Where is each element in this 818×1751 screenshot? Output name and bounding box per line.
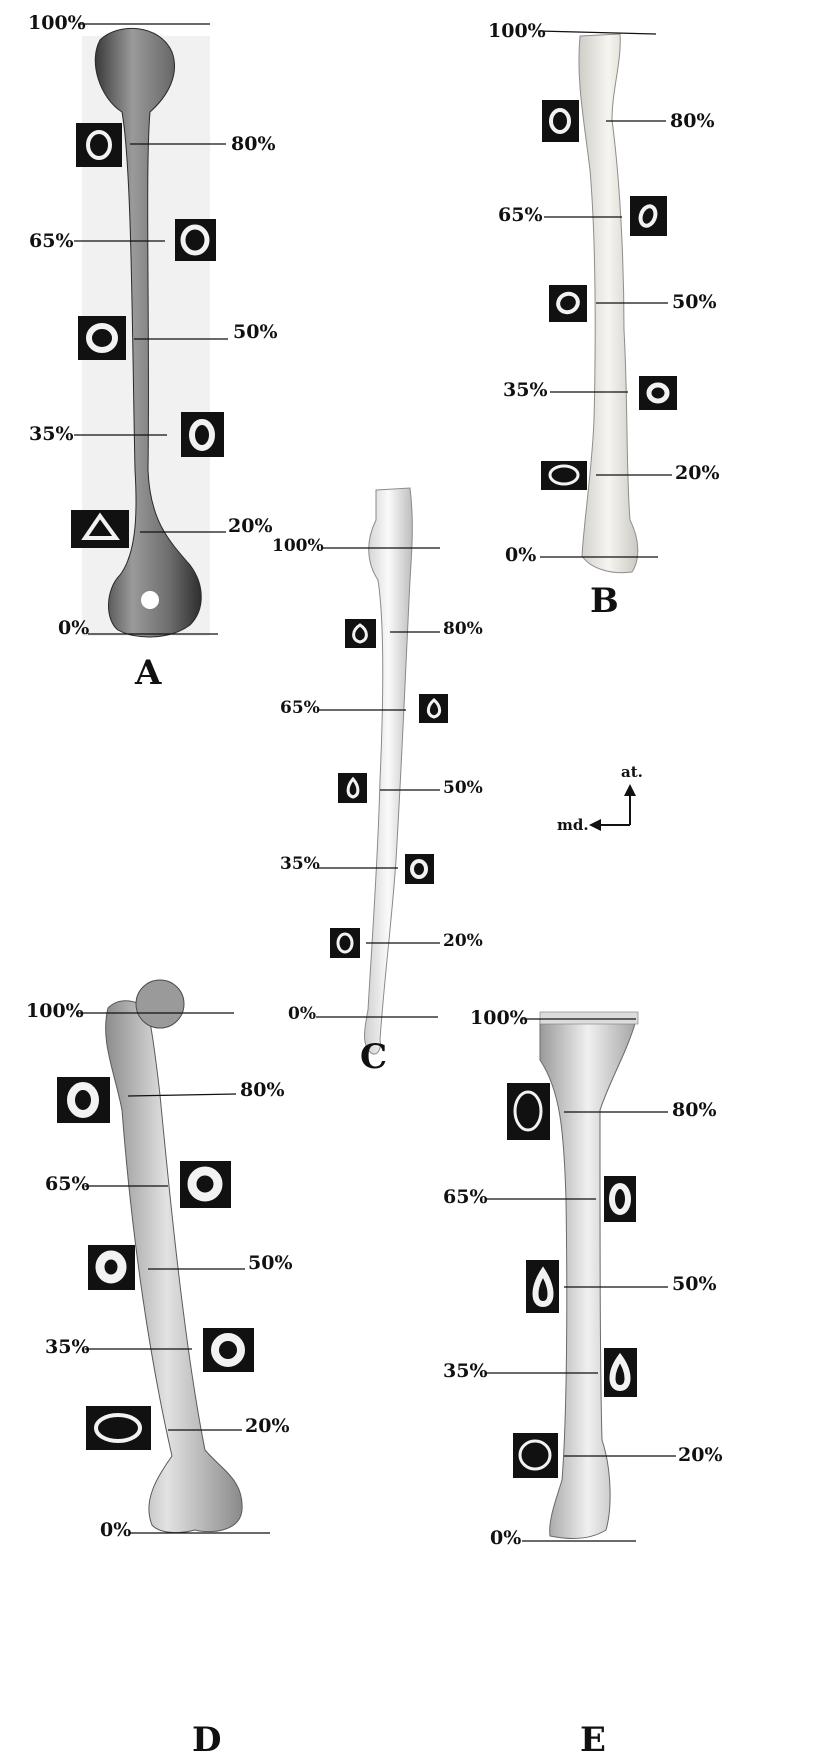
- orientation-label-at: at.: [621, 763, 643, 781]
- panel-a-label-50: 50%: [233, 321, 278, 343]
- panel-b-section-35: [639, 376, 677, 410]
- panel-b-label-50: 50%: [672, 291, 717, 313]
- panel-e-section-65: [604, 1176, 636, 1222]
- panel-d-section-20: [86, 1406, 151, 1450]
- panel-c-label-65: 65%: [280, 698, 320, 718]
- panel-c-section-65: [419, 694, 448, 723]
- panel-a-label-35: 35%: [29, 423, 74, 445]
- panel-d-label-35: 35%: [45, 1336, 90, 1358]
- panel-e-section-50: [526, 1260, 559, 1313]
- panel-b-section-20: [541, 461, 587, 490]
- panel-c-label-100: 100%: [272, 536, 324, 556]
- panel-e-label-20: 20%: [678, 1444, 723, 1466]
- panel-c-label-35: 35%: [280, 854, 320, 874]
- panel-b-section-50: [549, 285, 587, 322]
- panel-b-label-100: 100%: [488, 20, 546, 42]
- panel-e-section-80: [507, 1083, 550, 1140]
- panel-b-section-80: [542, 100, 579, 142]
- orientation-label-md: md.: [557, 816, 589, 834]
- panel-b: 100% 80% 65% 50% 35% 20% 0%: [488, 20, 720, 621]
- panel-c-section-20: [330, 928, 360, 958]
- panel-c-label-50: 50%: [443, 778, 483, 798]
- panel-c-section-35: [405, 854, 434, 884]
- panel-e-proximal-surface: [540, 1012, 638, 1024]
- panel-d-label-50: 50%: [248, 1252, 293, 1274]
- panel-d-label-0: 0%: [100, 1519, 131, 1541]
- panel-d-label-100: 100%: [26, 1000, 84, 1022]
- panel-e-letter: E: [580, 1720, 606, 1751]
- panel-b-label-35: 35%: [503, 379, 548, 401]
- panel-a-label-80: 80%: [231, 133, 276, 155]
- panel-e-label-100: 100%: [470, 1007, 528, 1029]
- panel-d-section-50: [88, 1245, 135, 1290]
- panel-e-section-20: [513, 1433, 558, 1478]
- panel-e-section-35: [604, 1348, 637, 1397]
- panel-e-label-65: 65%: [443, 1186, 488, 1208]
- panel-d-section-35: [203, 1328, 254, 1372]
- panel-d-label-65: 65%: [45, 1173, 90, 1195]
- panel-a-section-20: [71, 510, 129, 548]
- panel-a-label-20: 20%: [228, 515, 273, 537]
- panel-c-letter: C: [360, 1037, 387, 1077]
- panel-c-label-20: 20%: [443, 931, 483, 951]
- panel-a-label-0: 0%: [58, 617, 89, 639]
- panel-a-foramen: [141, 591, 159, 609]
- panel-a-section-65: [175, 219, 216, 261]
- panel-b-lead-100: [538, 31, 656, 34]
- panel-b-section-65: [630, 196, 667, 236]
- orientation-indicator: at. md.: [557, 763, 643, 834]
- orientation-arrow-left-head: [589, 819, 601, 831]
- panel-d-label-20: 20%: [245, 1415, 290, 1437]
- panel-b-letter: B: [590, 581, 619, 621]
- panel-d-letter: D: [192, 1720, 221, 1751]
- panel-c-label-0: 0%: [288, 1004, 316, 1024]
- panel-c: 100% 80% 65% 50% 35% 20% 0%: [272, 488, 483, 1077]
- panel-c-label-80: 80%: [443, 619, 483, 639]
- panel-c-section-50: [338, 773, 367, 803]
- panel-d-section-80: [57, 1077, 110, 1123]
- panel-c-section-80: [345, 619, 376, 648]
- panel-d: 100% 80% 65% 50% 35% 20% 0%: [26, 980, 293, 1751]
- panel-e: 100% 80% 65% 50% 35% 20% 0%: [443, 1007, 723, 1751]
- panel-e-label-50: 50%: [672, 1273, 717, 1295]
- panel-a-letter: A: [134, 653, 162, 693]
- panel-b-label-0: 0%: [505, 544, 536, 566]
- panel-a-section-35: [181, 412, 224, 457]
- panel-b-label-80: 80%: [670, 110, 715, 132]
- panel-d-label-80: 80%: [240, 1079, 285, 1101]
- panel-e-label-0: 0%: [490, 1527, 521, 1549]
- panel-a-label-100: 100%: [28, 12, 86, 34]
- panel-a: 100% 80% 65% 50% 35% 20% 0%: [28, 12, 278, 693]
- panel-a-section-80: [76, 123, 122, 167]
- panel-d-femoral-head: [136, 980, 184, 1028]
- panel-a-section-50: [78, 316, 126, 360]
- panel-d-section-65: [180, 1161, 231, 1208]
- panel-e-label-80: 80%: [672, 1099, 717, 1121]
- panel-b-label-65: 65%: [498, 204, 543, 226]
- panel-b-label-20: 20%: [675, 462, 720, 484]
- panel-a-label-65: 65%: [29, 230, 74, 252]
- panel-c-bone: [365, 488, 413, 1054]
- panel-e-label-35: 35%: [443, 1360, 488, 1382]
- orientation-arrow-up-head: [624, 784, 636, 796]
